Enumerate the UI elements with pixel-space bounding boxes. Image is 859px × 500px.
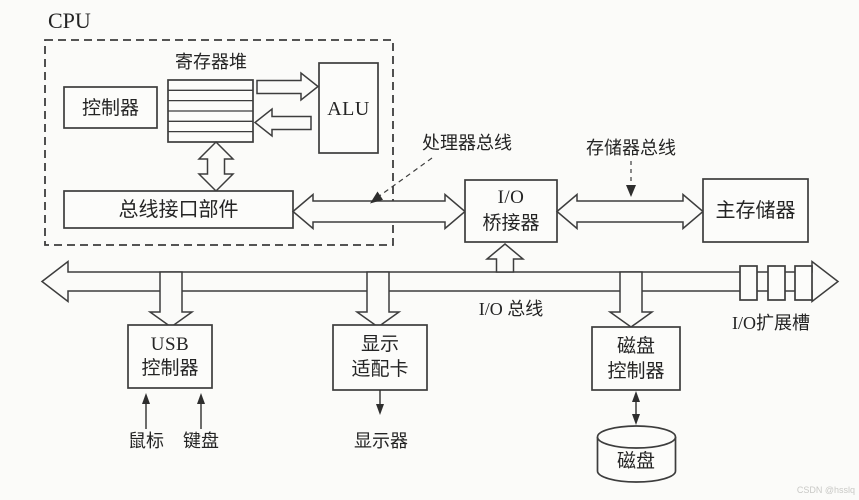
disk-node: 磁盘 <box>596 425 677 483</box>
memory-bus-label: 存储器总线 <box>586 138 676 158</box>
io-bus-label: I/O 总线 <box>479 299 544 319</box>
io-bus-arrow <box>40 259 840 304</box>
register-file-node: 寄存器堆 <box>167 52 254 143</box>
processor-bus-label: 处理器总线 <box>422 133 512 153</box>
mouse-connector <box>142 393 150 429</box>
controller-box <box>63 86 158 129</box>
expansion-slot-1 <box>739 265 758 301</box>
disk-label: 磁盘 <box>617 450 655 472</box>
io-bus-to-display-arrow <box>354 271 402 328</box>
disk-controller-box <box>591 326 681 391</box>
io-bridge-node: I/O 桥接器 <box>464 179 558 243</box>
bus-interface-box <box>63 190 294 229</box>
memory-bus-leader-arrowhead <box>626 185 636 197</box>
usb-controller-box <box>127 324 213 389</box>
memory-bus-arrow <box>555 192 705 231</box>
display-adapter-label-line2: 适配卡 <box>351 358 408 380</box>
disk-controller-label-line1: 磁盘 <box>617 335 655 357</box>
io-bus-to-bridge-arrow <box>484 243 526 273</box>
keyboard-label: 键盘 <box>183 431 219 451</box>
controller-node: 控制器 <box>63 86 158 129</box>
usb-controller-label-line2: 控制器 <box>141 357 198 379</box>
disk-controller-node: 磁盘 控制器 <box>591 326 681 391</box>
expansion-slot-3 <box>794 265 813 301</box>
io-bus-to-disk-arrow <box>607 271 655 328</box>
monitor-label: 显示器 <box>354 431 408 451</box>
main-memory-node: 主存储器 <box>702 178 809 243</box>
display-adapter-node: 显示 适配卡 <box>332 324 428 391</box>
alu-to-register-arrow <box>253 107 312 138</box>
alu-label: ALU <box>327 98 370 120</box>
alu-node: ALU <box>318 62 379 154</box>
main-memory-label: 主存储器 <box>716 199 796 222</box>
disk-controller-label-line2: 控制器 <box>607 360 664 382</box>
register-file-label: 寄存器堆 <box>175 52 247 72</box>
keyboard-connector <box>197 393 205 429</box>
bus-interface-node: 总线接口部件 <box>63 190 294 229</box>
processor-bus-leader-line <box>377 157 433 198</box>
io-bridge-label-line2: 桥接器 <box>482 212 539 234</box>
alu-box <box>318 62 379 154</box>
io-bridge-label-line1: I/O <box>498 187 525 208</box>
processor-bus-leader-arrowhead <box>370 191 383 204</box>
cpu-title-label: CPU <box>48 8 91 33</box>
register-file-rows <box>168 89 253 133</box>
monitor-arrowhead <box>376 404 384 415</box>
mouse-label: 鼠标 <box>128 431 164 451</box>
monitor-connector <box>376 390 384 415</box>
io-bus-to-usb-arrow <box>147 271 195 328</box>
disk-connector-up-arrowhead <box>632 391 640 402</box>
io-expansion-slot-label: I/O扩展槽 <box>732 313 810 333</box>
display-adapter-box <box>332 324 428 391</box>
disk-connector-down-arrowhead <box>632 414 640 425</box>
usb-controller-node: USB 控制器 <box>127 324 213 389</box>
display-adapter-label-line1: 显示 <box>361 334 399 355</box>
disk-connector <box>632 391 640 425</box>
disk-cylinder-body <box>596 437 677 483</box>
main-memory-box <box>702 178 809 243</box>
cpu-dashed-boundary <box>44 39 394 246</box>
controller-label: 控制器 <box>82 97 139 119</box>
usb-controller-label-line1: USB <box>151 334 189 355</box>
watermark-text: CSDN @hsslq <box>797 485 855 495</box>
bus-interface-label: 总线接口部件 <box>119 198 239 221</box>
register-to-alu-arrow <box>256 71 320 102</box>
keyboard-arrowhead <box>197 393 205 404</box>
io-expansion-slots: I/O扩展槽 <box>732 265 813 333</box>
disk-cylinder-top <box>596 425 677 449</box>
expansion-slot-2 <box>767 265 786 301</box>
register-businterface-double-arrow <box>197 140 235 193</box>
mouse-arrowhead <box>142 393 150 404</box>
